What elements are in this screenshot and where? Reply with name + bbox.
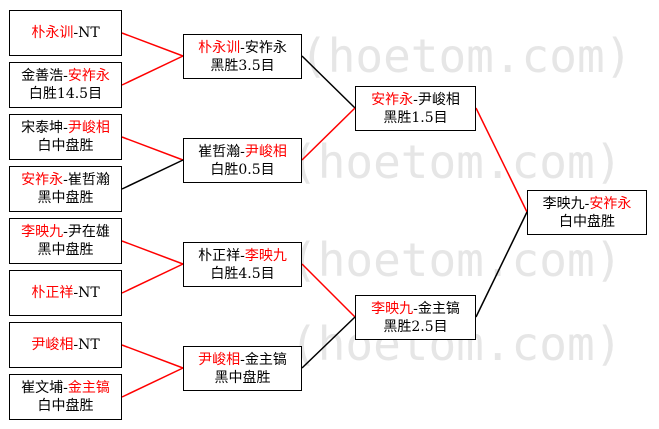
match-players: 尹峻相-NT: [31, 337, 100, 353]
match-players: 朴正祥-NT: [31, 285, 100, 301]
player-name: 朴正祥: [198, 247, 241, 264]
player-name: 朴正祥: [31, 285, 74, 301]
player-name: 宋泰坤: [21, 120, 64, 136]
player-name: 尹峻相: [198, 351, 241, 368]
match-box-r1-1: 朴永训-NT: [9, 10, 122, 56]
match-box-r1-4: 安祚永-崔哲瀚 黑中盘胜: [9, 166, 122, 212]
connector-r1-1: [121, 32, 184, 57]
match-result: 黑胜2.5目: [383, 318, 448, 335]
match-box-r1-3: 宋泰坤-尹峻相 白中盘胜: [9, 114, 122, 160]
player-name: 尹峻相: [31, 337, 74, 353]
match-players: 朴永训-NT: [31, 25, 100, 41]
match-players: 李映九-尹在雄: [21, 224, 110, 240]
match-box-r2-2: 崔哲瀚-尹峻相 白胜0.5目: [183, 138, 302, 183]
match-box-r2-3: 朴正祥-李映九 白胜4.5目: [183, 242, 302, 287]
match-box-r3-1: 安祚永-尹峻相 黑胜1.5目: [355, 86, 476, 131]
player-name: 尹在雄: [67, 224, 110, 240]
match-result: 黑中盘胜: [37, 190, 94, 206]
player-name: 李映九: [542, 195, 585, 212]
player-name: NT: [78, 337, 100, 353]
player-name: 安祚永: [21, 172, 64, 188]
match-result: 白胜0.5目: [210, 161, 275, 178]
match-players: 朴正祥-李映九: [198, 247, 287, 264]
connector-r1-8: [121, 367, 184, 398]
player-name: 安祚永: [244, 39, 287, 56]
match-result: 白胜14.5目: [28, 86, 103, 102]
match-result: 白胜4.5目: [210, 265, 275, 282]
player-name: 金主镐: [244, 351, 287, 368]
player-name: 金主镐: [417, 300, 460, 317]
match-players: 尹峻相-金主镐: [198, 351, 287, 368]
connector-r1-3: [121, 136, 184, 161]
connector-r2-3: [301, 263, 356, 318]
connector-r1-6: [121, 263, 184, 294]
match-result: 白中盘胜: [559, 213, 615, 230]
player-name: 尹峻相: [244, 143, 287, 160]
player-name: 安祚永: [371, 91, 414, 108]
match-box-final: 李映九-安祚永 白中盘胜: [527, 190, 647, 235]
match-players: 朴永训-安祚永: [198, 39, 287, 56]
player-name: 李映九: [21, 224, 64, 240]
match-players: 宋泰坤-尹峻相: [21, 120, 110, 136]
match-players: 安祚永-崔哲瀚: [21, 172, 110, 188]
match-box-r1-2: 金善浩-安祚永 白胜14.5目: [9, 62, 122, 108]
match-box-r2-1: 朴永训-安祚永 黑胜3.5目: [183, 34, 302, 79]
match-box-r1-6: 朴正祥-NT: [9, 270, 122, 316]
connector-r1-2: [121, 55, 184, 86]
player-name: 金主镐: [67, 380, 110, 396]
player-name: 安祚永: [67, 68, 110, 84]
match-players: 李映九-金主镐: [371, 300, 460, 317]
connector-r1-5: [121, 240, 184, 265]
player-name: 李映九: [244, 247, 287, 264]
match-players: 安祚永-尹峻相: [371, 91, 460, 108]
player-name: 崔文埔: [21, 380, 64, 396]
connector-r3-1: [475, 107, 528, 213]
match-box-r1-7: 尹峻相-NT: [9, 322, 122, 368]
player-name: 尹峻相: [67, 120, 110, 136]
player-name: 尹峻相: [417, 91, 460, 108]
match-result: 白中盘胜: [37, 398, 94, 414]
connector-r2-4: [301, 316, 356, 369]
match-result: 黑中盘胜: [37, 242, 94, 258]
player-name: 朴永训: [198, 39, 241, 56]
player-name: NT: [78, 25, 100, 41]
match-box-r1-5: 李映九-尹在雄 黑中盘胜: [9, 218, 122, 264]
connector-r1-4: [121, 159, 184, 190]
player-name: NT: [78, 285, 100, 301]
player-name: 崔哲瀚: [67, 172, 110, 188]
match-result: 黑中盘胜: [214, 369, 271, 386]
match-players: 崔文埔-金主镐: [21, 380, 110, 396]
player-name: 金善浩: [21, 68, 64, 84]
match-players: 金善浩-安祚永: [21, 68, 110, 84]
player-name: 朴永训: [31, 25, 74, 41]
player-name: 李映九: [371, 300, 414, 317]
connector-r2-2: [301, 107, 356, 161]
match-box-r1-8: 崔文埔-金主镐 白中盘胜: [9, 374, 122, 420]
match-result: 白中盘胜: [37, 138, 94, 154]
connector-r1-7: [121, 344, 184, 369]
match-result: 黑胜3.5目: [210, 57, 275, 74]
connector-r3-2: [475, 211, 528, 318]
connector-r2-1: [301, 55, 356, 109]
match-result: 黑胜1.5目: [383, 109, 448, 126]
match-players: 崔哲瀚-尹峻相: [198, 143, 287, 160]
match-box-r2-4: 尹峻相-金主镐 黑中盘胜: [183, 346, 302, 391]
match-box-r3-2: 李映九-金主镐 黑胜2.5目: [355, 295, 476, 340]
match-players: 李映九-安祚永: [542, 195, 632, 212]
player-name: 安祚永: [589, 195, 632, 212]
player-name: 崔哲瀚: [198, 143, 241, 160]
